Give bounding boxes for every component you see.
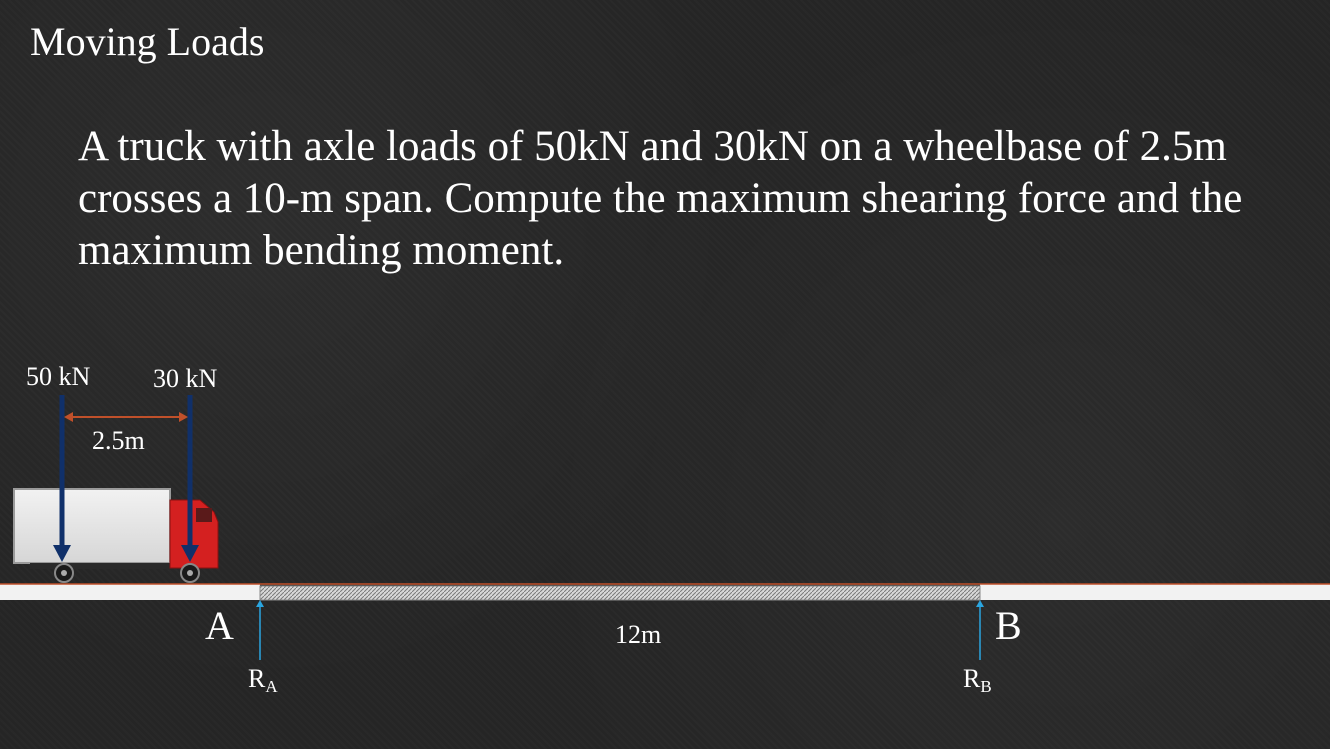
reaction-b-main: R — [963, 664, 981, 693]
reaction-a-label: RA — [248, 664, 278, 702]
wheelbase-dimension-arrow — [64, 412, 188, 422]
reaction-arrow-b — [976, 600, 984, 660]
truck — [13, 488, 219, 583]
rear-hub — [61, 570, 67, 576]
truck-chassis — [30, 563, 210, 569]
load-label-50kn: 50 kN — [26, 362, 91, 391]
beam-span — [259, 585, 981, 601]
wheelbase-label: 2.5m — [92, 426, 145, 455]
front-hub — [187, 570, 193, 576]
support-b-label: B — [995, 603, 1022, 648]
truck-cargo-box — [13, 488, 171, 564]
reaction-arrow-a — [256, 600, 264, 660]
load-arrow-30kn — [181, 395, 199, 562]
road-left — [0, 584, 260, 600]
road-right — [980, 584, 1330, 600]
reaction-b-label: RB — [963, 664, 992, 702]
span-label: 12m — [615, 620, 662, 649]
reaction-a-main: R — [248, 664, 266, 693]
reaction-b-subscript: B — [980, 677, 992, 696]
support-a-label: A — [205, 603, 234, 648]
reaction-a-subscript: A — [265, 677, 278, 696]
slide-title: Moving Loads — [30, 19, 265, 64]
load-label-30kn: 30 kN — [153, 364, 218, 393]
problem-statement: A truck with axle loads of 50kN and 30kN… — [78, 123, 1243, 274]
road — [0, 583, 1330, 600]
load-arrow-50kn — [53, 395, 71, 562]
truck-window — [196, 508, 212, 522]
